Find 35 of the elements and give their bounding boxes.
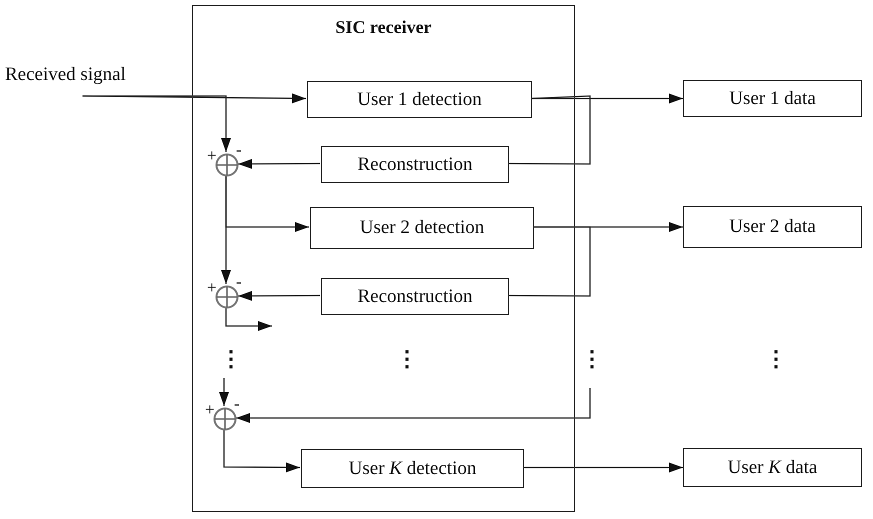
block-title: SIC receiver xyxy=(334,17,433,38)
arrow xyxy=(82,95,231,152)
process-box: User K data xyxy=(683,448,862,487)
connector-line xyxy=(508,226,591,297)
summing-junction-icon xyxy=(213,407,237,431)
arrow xyxy=(219,378,229,406)
process-box: User 1 detection xyxy=(307,81,532,118)
plus-sign: + xyxy=(205,401,215,418)
minus-sign: - xyxy=(236,141,242,158)
arrow xyxy=(223,430,300,472)
arrow xyxy=(523,462,683,472)
ellipsis: ⋮ xyxy=(581,348,603,370)
arrow xyxy=(236,388,591,423)
plus-sign: + xyxy=(207,147,217,164)
summing-junction-icon xyxy=(215,285,239,309)
process-box: User K detection xyxy=(301,449,524,488)
ellipsis: ⋮ xyxy=(220,348,242,370)
arrow xyxy=(238,290,320,301)
process-box: User 2 data xyxy=(683,206,862,248)
minus-sign: - xyxy=(234,395,240,412)
arrow xyxy=(225,308,272,331)
summing-junction-icon xyxy=(215,153,239,177)
process-box: Reconstruction xyxy=(321,146,509,183)
input-label: Received signal xyxy=(5,64,126,85)
process-box: User 1 data xyxy=(683,80,862,117)
ellipsis: ⋮ xyxy=(765,348,787,370)
receiver-block xyxy=(192,5,575,512)
ellipsis: ⋮ xyxy=(396,348,418,370)
plus-sign: + xyxy=(207,279,217,296)
process-box: Reconstruction xyxy=(321,278,509,315)
connector-line xyxy=(508,95,591,165)
process-box: User 2 detection xyxy=(310,207,534,249)
arrow xyxy=(238,158,320,169)
arrow xyxy=(221,176,231,284)
minus-sign: - xyxy=(236,273,242,290)
